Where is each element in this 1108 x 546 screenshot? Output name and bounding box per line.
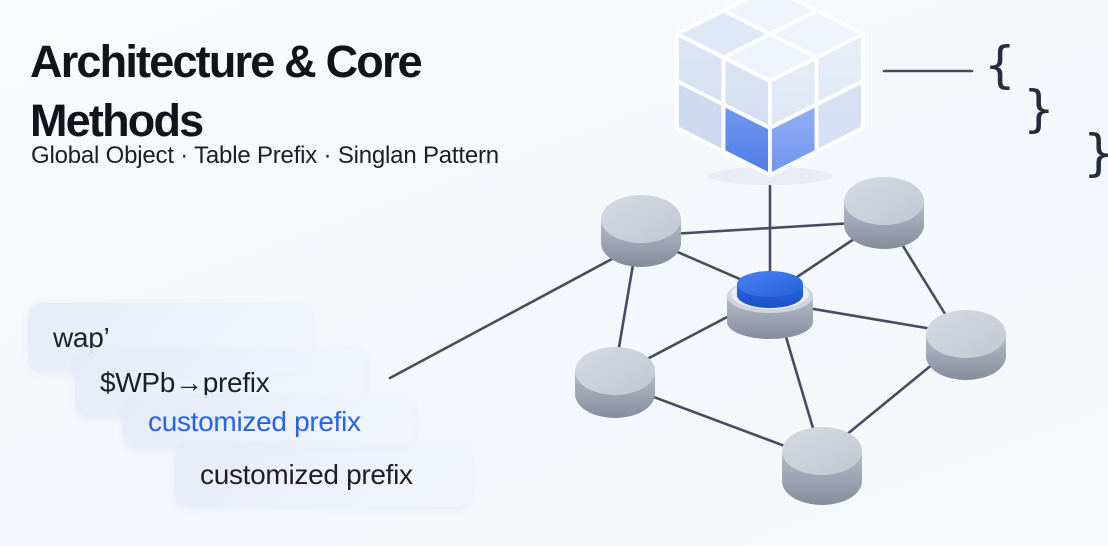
node-top-left <box>601 195 681 267</box>
snippet-label: wap’ <box>53 322 110 353</box>
snippet-label: customized prefix <box>148 405 361 437</box>
node-top-right <box>844 177 924 249</box>
title-line-2: Methods <box>30 95 204 147</box>
glass-cube-icon <box>675 0 865 185</box>
hub-blue-disc-top <box>737 271 803 297</box>
cube-lattice <box>675 0 865 177</box>
node-right <box>926 310 1006 380</box>
edge-topleft-snippets <box>388 243 640 380</box>
node-bottom-center <box>782 427 862 505</box>
snippet-card-customized-prefix-dark: customized prefix <box>175 443 472 507</box>
snippet-label: $WPb→prefix <box>100 366 270 398</box>
satellite-nodes <box>575 177 1006 505</box>
edge-hub-right <box>788 303 952 334</box>
page-title: Architecture & Core Methods <box>30 32 423 150</box>
edge-topleft-topright <box>653 220 872 237</box>
title-line-1: Architecture & Core <box>30 36 423 88</box>
edge-bottomleft-bottomcenter <box>633 388 792 450</box>
open-brace-glyph: { <box>984 36 1016 94</box>
hub-node <box>727 271 813 339</box>
snippet-card-customized-prefix-blue: customized prefix <box>123 395 415 448</box>
node-bottom-left <box>575 347 655 418</box>
close-brace-glyph-1: } <box>1023 80 1055 138</box>
close-brace-glyph-2: } <box>1083 128 1108 178</box>
snippet-label: customized prefix <box>200 459 413 490</box>
page-subtitle: Global Object · Table Prefix · Singlan P… <box>31 142 499 169</box>
